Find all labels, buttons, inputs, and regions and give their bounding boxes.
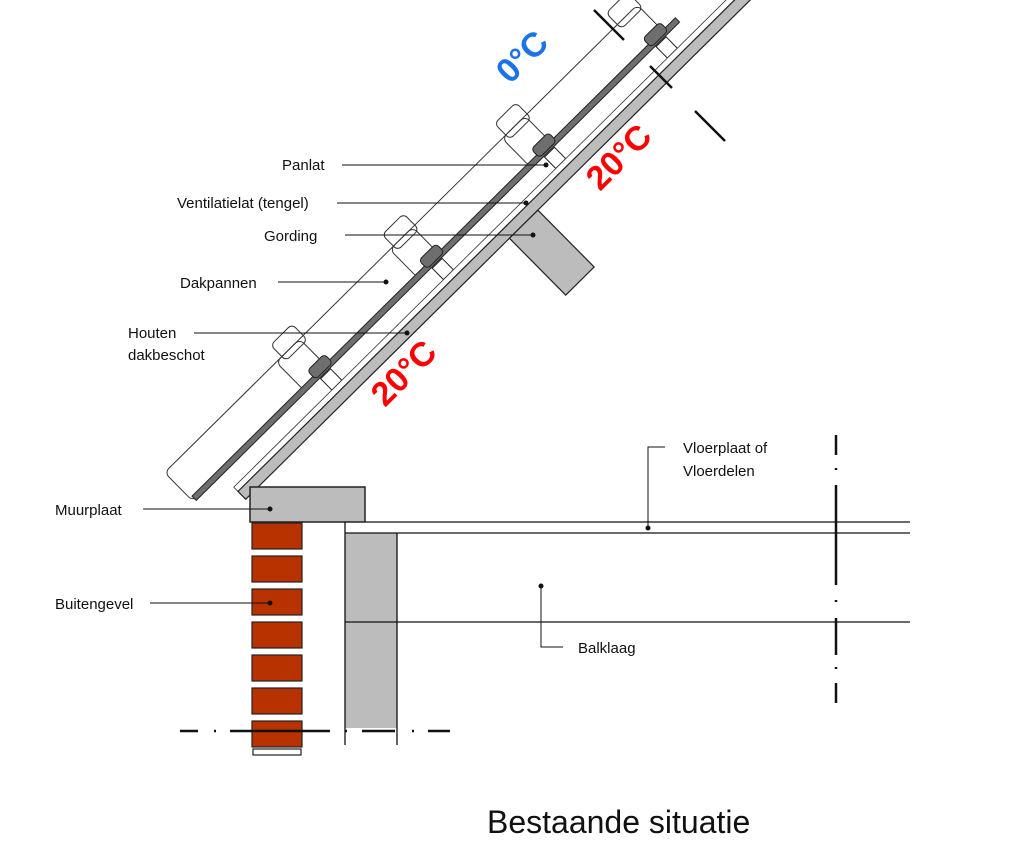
label-dakbeschot-line2: dakbeschot [128,347,206,364]
label-panlat: Panlat [282,157,325,174]
centerline-top [593,9,726,142]
label-gording: Gording [264,228,317,245]
label-muurplaat: Muurplaat [55,502,123,519]
buitengevel-bricks [251,522,303,756]
dakpannen-profile [191,17,681,502]
temperature-inside-lower: 20°C [364,333,445,414]
temperature-inside-upper: 20°C [579,117,660,198]
dakpannen-outlines [166,0,664,500]
label-buitengevel: Buitengevel [55,596,133,613]
muurplaat [249,486,366,523]
panlat-battens [319,36,679,391]
gording [508,209,595,296]
diagram-title: Bestaande situatie [487,804,750,840]
floor-lines [344,521,910,745]
label-ventilatielat: Ventilatielat (tengel) [177,195,309,212]
label-vloerplaat-line1: Vloerplaat of [683,440,768,457]
balk-section [345,533,397,728]
label-dakbeschot-line1: Houten [128,325,176,342]
label-balklaag: Balklaag [578,640,636,657]
leader-dots [267,162,651,606]
label-dakpannen: Dakpannen [180,275,257,292]
temperature-outside: 0°C [489,23,556,90]
leader-lines [143,164,665,648]
label-vloerplaat-line2: Vloerdelen [683,463,755,480]
roof-assembly [166,0,787,502]
